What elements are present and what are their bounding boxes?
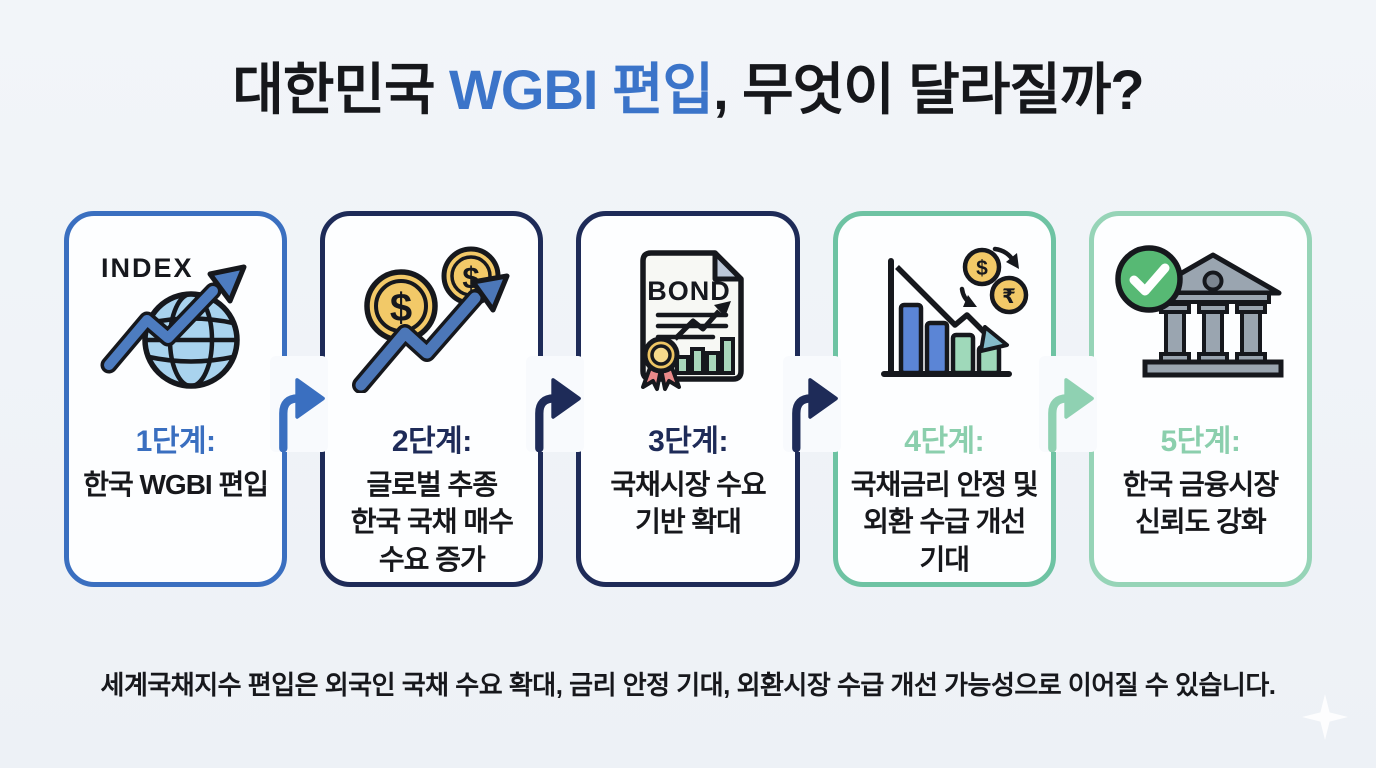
- step-description: 글로벌 추종 한국 국채 매수 수요 증가: [350, 469, 514, 575]
- step-description: 국채금리 안정 및 외환 수급 개선 기대: [850, 469, 1039, 575]
- coins-rising-arrow-icon: $ $: [331, 242, 532, 394]
- step-label: 2단계:: [391, 425, 472, 459]
- step-description: 한국 WGBI 편입: [83, 469, 269, 501]
- step-label: 1단계:: [135, 425, 216, 459]
- step-description: 한국 금융시장 신뢰도 강화: [1122, 469, 1279, 538]
- arrow-right-connector: [270, 356, 329, 453]
- step-label: 4단계:: [904, 425, 985, 459]
- arrow-right-connector: [1038, 356, 1097, 453]
- bond-caption: BOND: [647, 276, 731, 306]
- page-title: 대한민국 WGBI 편입, 무엇이 달라질까?: [0, 0, 1376, 123]
- index-caption: INDEX: [101, 253, 194, 283]
- step-card-1: INDEX 1단계: 한국 WGBI 편입: [64, 211, 329, 588]
- rupee-symbol: ₹: [1002, 286, 1016, 308]
- arrow-right-connector: [526, 356, 585, 453]
- step-card-5: 5단계: 한국 금융시장 신뢰도 강화: [1088, 211, 1313, 588]
- steps-row: INDEX 1단계: 한국 WGBI 편입: [64, 211, 1313, 588]
- step-card-4: $ ₹ 4단계: 국채금리 안정 및 외환 수급 개선 기대: [832, 211, 1097, 588]
- step-card-2: $ $ 2단계: 글로벌 추종 한국 국채 매수 수요 증가: [320, 211, 585, 588]
- footer-summary: 세계국채지수 편입은 외국인 국채 수요 확대, 금리 안정 기대, 외환시장 …: [100, 670, 1276, 701]
- arrow-right-connector: [782, 356, 841, 453]
- dollar-symbol: $: [976, 257, 988, 280]
- title-prefix: 대한민국: [232, 58, 450, 121]
- bond-certificate-icon: BOND: [587, 242, 788, 394]
- step-card-3: BOND 3단계: 국채시장 수요 기반 확대: [576, 211, 841, 588]
- step-label: 3단계:: [648, 425, 728, 459]
- title-suffix: , 무엇이 달라질까?: [713, 58, 1145, 121]
- title-highlight: WGBI 편입: [449, 58, 714, 121]
- step-description: 국채시장 수요 기반 확대: [610, 469, 766, 538]
- declining-rates-currency-exchange-icon: $ ₹: [844, 242, 1045, 394]
- dollar-symbol: $: [390, 286, 412, 330]
- step-label: 5단계:: [1160, 425, 1241, 459]
- bank-checkmark-icon: [1100, 242, 1301, 394]
- globe-index-arrow-icon: INDEX: [75, 242, 276, 394]
